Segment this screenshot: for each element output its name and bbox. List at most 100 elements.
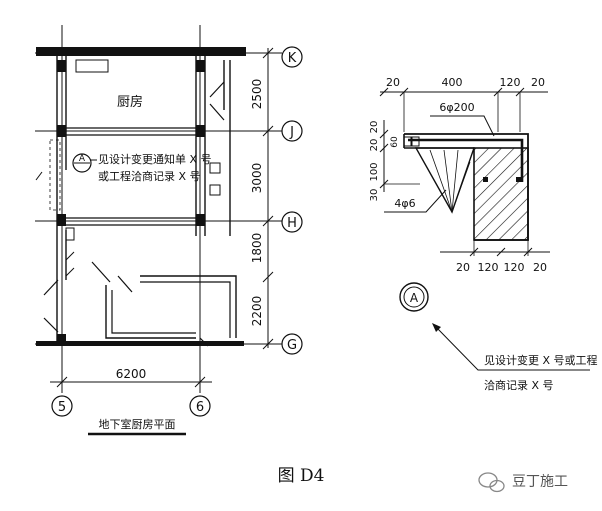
- door-swing: [117, 275, 133, 293]
- floor-plan: [35, 25, 303, 436]
- plan-note-line2: 或工程洽商记录 X 号: [98, 169, 201, 183]
- axis-label-h: H: [287, 216, 297, 231]
- dim-tick: [379, 87, 389, 97]
- room-name: 厨房: [117, 94, 143, 110]
- column: [57, 214, 66, 226]
- dim-text-2500: 2500: [250, 79, 264, 110]
- wall-tick: [35, 171, 43, 181]
- wall-tick: [65, 267, 75, 277]
- fixture-box: [209, 162, 221, 174]
- rebar-bottom-label: 4φ6: [394, 197, 415, 210]
- door-swing: [209, 103, 225, 121]
- detail-bottom-dim-120b: 120: [504, 261, 525, 274]
- axis-label-6: 6: [196, 400, 204, 415]
- door-swing: [209, 81, 225, 98]
- dim-tick: [56, 376, 68, 388]
- detail-bottom-dim-20a: 20: [456, 261, 470, 274]
- bottom-wall: [36, 341, 244, 346]
- door-swing: [199, 337, 209, 347]
- column: [196, 214, 205, 226]
- door-swing: [43, 317, 59, 333]
- axis-bubble-6: [189, 395, 211, 417]
- detail-side-dim-30: 30: [369, 189, 380, 202]
- column: [196, 60, 205, 72]
- lower-right-wall-2: [140, 281, 231, 338]
- detail-top-dim-120: 120: [500, 76, 521, 89]
- detail-top-dim-20b: 20: [531, 76, 545, 89]
- haunch-line: [443, 149, 453, 213]
- dim-text-6200: 6200: [116, 367, 147, 381]
- dim-tick: [379, 129, 389, 139]
- haunch-line: [451, 149, 459, 213]
- fixture-box: [209, 184, 221, 196]
- change-boundary: [49, 139, 61, 211]
- dim-tick: [379, 143, 389, 153]
- detail-side-dim-60: 60: [390, 136, 400, 148]
- column: [196, 125, 205, 137]
- dim-text-3000: 3000: [250, 163, 264, 194]
- haunch-line: [429, 149, 453, 213]
- floor-plan-text: K J H G 5 6 2500 3000 1800 2200 6200 厨房 …: [58, 51, 297, 431]
- axis-label-j: J: [289, 125, 294, 140]
- note-marker-label: A: [79, 154, 86, 164]
- detail-side-dim-100: 100: [369, 162, 380, 181]
- leader-top-rebar: [430, 115, 495, 137]
- dim-tick: [262, 338, 274, 350]
- lower-room-wall: [105, 285, 196, 339]
- axis-bubble-k: [281, 46, 303, 68]
- small-bar: [411, 136, 420, 147]
- column: [57, 60, 66, 72]
- watermark-text: 豆丁施工: [512, 474, 568, 490]
- haunch-line: [451, 161, 471, 213]
- fixture-box: [65, 227, 75, 241]
- lower-room-wall-2: [111, 290, 196, 334]
- dim-text-1800: 1800: [250, 233, 264, 264]
- detail-bottom-dim-20b: 20: [533, 261, 547, 274]
- leader-bottom-rebar: [384, 189, 447, 213]
- detail-bottom-dim-120a: 120: [478, 261, 499, 274]
- detail-side-dim-20b: 20: [369, 139, 380, 152]
- plan-note-line1: 见设计变更通知单 X 号: [98, 152, 212, 166]
- axis-label-5: 5: [58, 400, 66, 415]
- door-swing: [43, 279, 59, 296]
- detail-side-dim-20a: 20: [369, 121, 380, 134]
- detail-top-dim-20a: 20: [386, 76, 400, 89]
- section-detail-text: 20 400 120 20 6φ200 4φ6 20 20 60 100 30 …: [369, 76, 598, 392]
- rebar-dot: [516, 177, 521, 182]
- dim-text-2200: 2200: [250, 296, 264, 327]
- detail-marker-inner: [403, 286, 425, 308]
- dim-tick: [194, 376, 206, 388]
- column: [57, 334, 66, 346]
- dim-tick: [496, 247, 506, 257]
- top-wall: [36, 47, 246, 56]
- dim-tick: [262, 271, 274, 283]
- dim-tick: [523, 247, 533, 257]
- small-bar: [403, 136, 412, 147]
- detail-top-dim-400: 400: [442, 76, 463, 89]
- dim-tick: [262, 47, 274, 59]
- axis-bubble-5: [51, 395, 73, 417]
- lower-right-wall: [140, 275, 237, 338]
- detail-note-line1: 见设计变更 X 号或工程: [484, 353, 598, 367]
- plan-title: 地下室厨房平面: [99, 417, 176, 431]
- section-detail: [379, 87, 590, 371]
- haunch: [414, 147, 475, 214]
- detail-note-leader: [435, 326, 590, 371]
- detail-note-line2: 洽商记录 X 号: [484, 378, 554, 392]
- leader-arrowhead: [432, 323, 441, 332]
- figure-caption: 图 D4: [278, 466, 325, 486]
- detail-marker-label: A: [410, 291, 419, 305]
- rebar-dot: [483, 177, 488, 182]
- axis-bubble-h: [281, 211, 303, 233]
- column: [57, 125, 66, 137]
- wechat-icon: [478, 472, 505, 493]
- counter-fixture: [75, 59, 109, 73]
- watermark: 豆丁施工: [478, 472, 568, 493]
- axis-bubble-g: [281, 333, 303, 355]
- axis-label-g: G: [287, 338, 297, 353]
- door-swing: [91, 261, 111, 283]
- dim-tick: [262, 125, 274, 137]
- wall-section-hatch: [473, 147, 529, 241]
- axis-label-k: K: [288, 51, 297, 66]
